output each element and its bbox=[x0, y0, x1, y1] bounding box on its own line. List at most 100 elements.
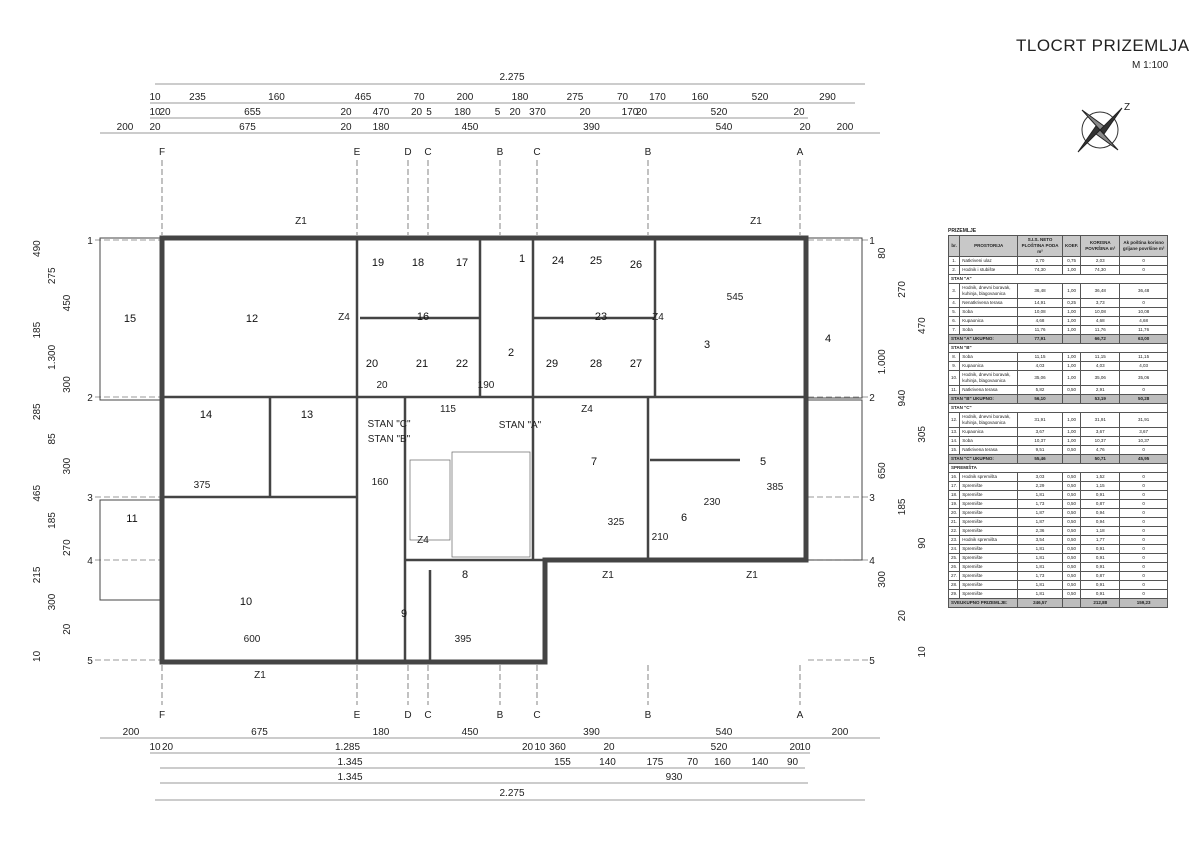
table-cell: 3,54 bbox=[1017, 535, 1064, 545]
table-cell: STAN "C" UKUPNO: bbox=[947, 454, 1019, 464]
dimension-value: 10 bbox=[149, 742, 161, 753]
table-cell: 0,50 bbox=[1062, 472, 1082, 482]
table-row: STAN "A" bbox=[948, 274, 1168, 284]
table-cell: 0 bbox=[1119, 571, 1168, 581]
table-cell: 1,52 bbox=[1080, 472, 1121, 482]
room-number: 1 bbox=[519, 253, 525, 265]
dimension-value: 200 bbox=[457, 92, 474, 103]
table-cell: 1,87 bbox=[1017, 508, 1064, 518]
table-cell: 11. bbox=[947, 385, 961, 395]
table-cell: 11,76 bbox=[1119, 325, 1168, 335]
table-cell: 1,00 bbox=[1062, 361, 1082, 371]
grid-axis-label: 5 bbox=[87, 656, 93, 667]
table-cell: 0,94 bbox=[1080, 508, 1121, 518]
interior-dimension: 20 bbox=[376, 380, 388, 391]
dimension-value: 300 bbox=[62, 457, 73, 474]
table-cell: 36,48 bbox=[1119, 283, 1168, 299]
table-cell: 1,81 bbox=[1017, 553, 1064, 563]
table-cell: 0,50 bbox=[1062, 526, 1082, 536]
dimension-value: 10 bbox=[149, 107, 161, 118]
table-cell bbox=[1062, 334, 1082, 344]
dimension-value: 300 bbox=[62, 376, 73, 393]
table-cell: 2,03 bbox=[1080, 256, 1121, 266]
table-cell: 1,81 bbox=[1017, 589, 1064, 599]
drawing-scale: M 1:100 bbox=[1132, 60, 1169, 71]
table-cell: 0,50 bbox=[1062, 571, 1082, 581]
table-cell: 10,37 bbox=[1080, 436, 1121, 446]
table-cell: 0,50 bbox=[1062, 481, 1082, 491]
dimension-value: 20 bbox=[603, 742, 615, 753]
interior-dimension: 190 bbox=[478, 380, 495, 391]
dimension-value: 180 bbox=[373, 727, 390, 738]
room-number: 20 bbox=[366, 358, 378, 370]
dimension-value: 470 bbox=[373, 107, 390, 118]
dimension-value: 10 bbox=[917, 646, 928, 658]
dimension-value: 650 bbox=[877, 462, 888, 479]
dimension-value: 1.285 bbox=[335, 742, 360, 753]
table-cell: 3,73 bbox=[1080, 298, 1121, 308]
table-row: STAN "C" bbox=[948, 403, 1168, 413]
table-cell: 1,00 bbox=[1062, 325, 1082, 335]
table-cell: Natkrivena terasa bbox=[959, 385, 1019, 395]
compass-label: Z bbox=[1124, 102, 1130, 113]
table-cell: 11,76 bbox=[1080, 325, 1121, 335]
dimension-value: 300 bbox=[47, 593, 58, 610]
zone-label: Z4 bbox=[417, 535, 429, 546]
grid-axis-label: B bbox=[497, 147, 504, 158]
table-row: SPREMIŠTA bbox=[948, 463, 1168, 473]
table-cell: 0 bbox=[1119, 535, 1168, 545]
table-cell: 1,81 bbox=[1017, 490, 1064, 500]
dimension-value: 675 bbox=[251, 727, 268, 738]
table-header: Ak poština korisno grijane površine m² bbox=[1119, 235, 1168, 257]
table-cell: 4,03 bbox=[1080, 361, 1121, 371]
table-cell: 0,91 bbox=[1080, 562, 1121, 572]
table-cell: 0,50 bbox=[1062, 385, 1082, 395]
room-number: 8 bbox=[462, 569, 468, 581]
dimension-value: 10 bbox=[799, 742, 811, 753]
table-cell: Spremište bbox=[959, 499, 1019, 509]
table-cell: 74,30 bbox=[1017, 265, 1064, 275]
table-cell: 10,37 bbox=[1119, 436, 1168, 446]
dimension-value: 20 bbox=[897, 610, 908, 622]
dimension-value: 520 bbox=[711, 107, 728, 118]
table-cell: 31,91 bbox=[1017, 412, 1064, 428]
table-cell: 1,00 bbox=[1062, 436, 1082, 446]
dimension-value: 215 bbox=[32, 566, 43, 583]
room-number: 25 bbox=[590, 255, 602, 267]
table-cell: 45,95 bbox=[1119, 454, 1168, 464]
table-cell: 159,23 bbox=[1119, 598, 1168, 608]
zone-label: Z1 bbox=[750, 216, 762, 227]
dimension-overall-bottom: 2.275 bbox=[499, 788, 524, 799]
table-header: KORISNA POVRŠINA m² bbox=[1080, 235, 1121, 257]
room-number: 21 bbox=[416, 358, 428, 370]
dimension-value: 200 bbox=[832, 727, 849, 738]
table-row: STAN "B" bbox=[948, 343, 1168, 353]
table-cell: 15. bbox=[947, 445, 961, 455]
dimension-value: 160 bbox=[692, 92, 709, 103]
table-cell: 74,30 bbox=[1080, 265, 1121, 275]
table-cell: 0,75 bbox=[1062, 256, 1082, 266]
north-arrow-icon: Z bbox=[1077, 102, 1130, 153]
table-cell: 77,91 bbox=[1017, 334, 1064, 344]
dimension-value: 360 bbox=[549, 742, 566, 753]
room-number: 26 bbox=[630, 259, 642, 271]
table-cell: 24. bbox=[947, 544, 961, 554]
grid-axis-label: D bbox=[404, 147, 411, 158]
dimension-value: 155 bbox=[554, 757, 571, 768]
table-cell: 13. bbox=[947, 427, 961, 437]
dimension-value: 20 bbox=[162, 742, 174, 753]
zone-label: Z4 bbox=[652, 312, 664, 323]
grid-axis-label: E bbox=[354, 710, 361, 721]
dimension-value: 300 bbox=[877, 571, 888, 588]
table-cell: 4,68 bbox=[1080, 316, 1121, 326]
table-cell: Soba bbox=[959, 436, 1019, 446]
table-cell: 53,19 bbox=[1080, 394, 1121, 404]
table-cell: Spremište bbox=[959, 544, 1019, 554]
dimension-value: 1.300 bbox=[47, 344, 58, 369]
table-cell: STAN "A" UKUPNO: bbox=[947, 334, 1019, 344]
table-cell: 1,00 bbox=[1062, 283, 1082, 299]
